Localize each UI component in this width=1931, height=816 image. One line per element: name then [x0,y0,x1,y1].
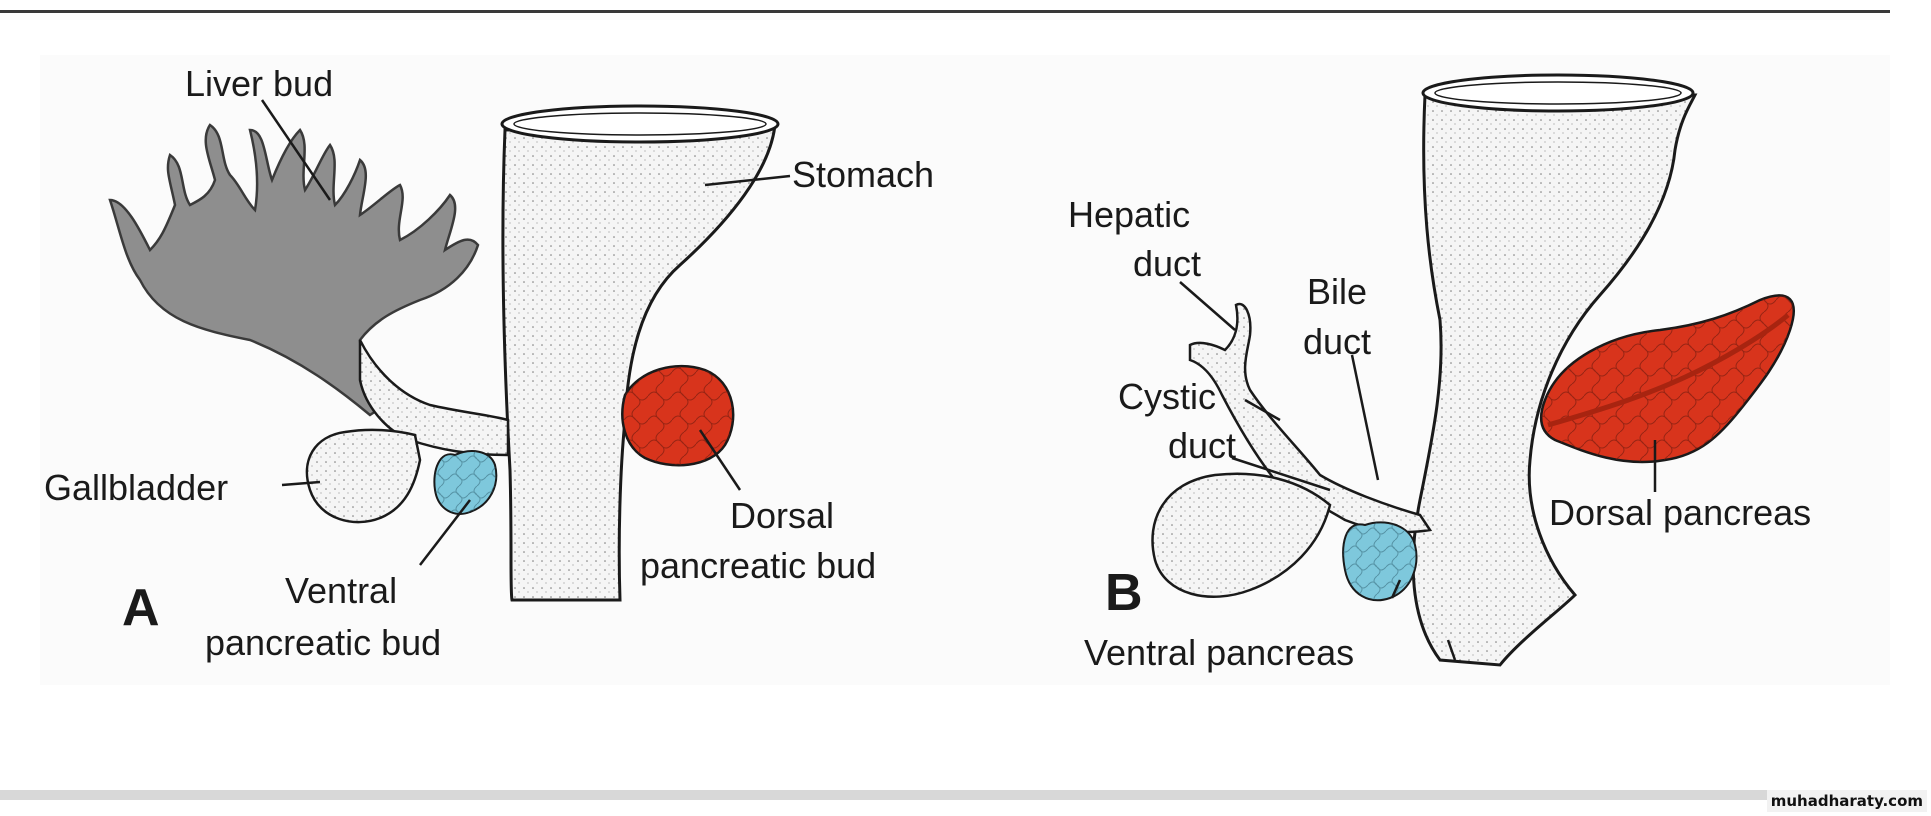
panel-b: Hepatic duct Bile duct Cystic duct Dorsa… [1068,73,1811,673]
stomach-shape-a [501,123,777,602]
label-stomach-a: Stomach [792,154,934,195]
stomach-opening-a [500,104,780,144]
label-bile-duct-line1: Bile [1307,271,1367,312]
liver-bud-shape [108,123,480,417]
label-cystic-duct-line1: Cystic [1118,376,1216,417]
label-hepatic-duct-line1: Hepatic [1068,194,1190,235]
bottom-rule [0,790,1890,800]
label-cystic-duct-line2: duct [1168,425,1236,466]
label-hepatic-duct-line2: duct [1133,243,1201,284]
label-dorsal-bud-line2: pancreatic bud [640,545,876,586]
stomach-opening-b [1421,73,1695,113]
label-dorsal-pancreas: Dorsal pancreas [1549,492,1811,533]
label-ventral-bud-line1: Ventral [285,570,397,611]
stomach-shape-b [1411,93,1698,667]
panel-a: Liver bud Stomach Gallbladder Dorsal pan… [44,63,934,663]
panel-letter-a: A [122,579,160,637]
label-ventral-pancreas: Ventral pancreas [1084,632,1354,673]
label-liver-bud: Liver bud [185,63,333,104]
label-bile-duct-line2: duct [1303,321,1371,362]
panel-letter-b: B [1105,564,1143,622]
label-dorsal-bud-line1: Dorsal [730,495,834,536]
gallbladder-shape-b [1151,472,1332,598]
watermark: muhadharaty.com [1766,790,1927,812]
label-gallbladder: Gallbladder [44,467,228,508]
gallbladder-shape [305,428,422,524]
duct-system [1188,302,1433,534]
label-ventral-bud-line2: pancreatic bud [205,622,441,663]
top-rule [0,0,1890,13]
